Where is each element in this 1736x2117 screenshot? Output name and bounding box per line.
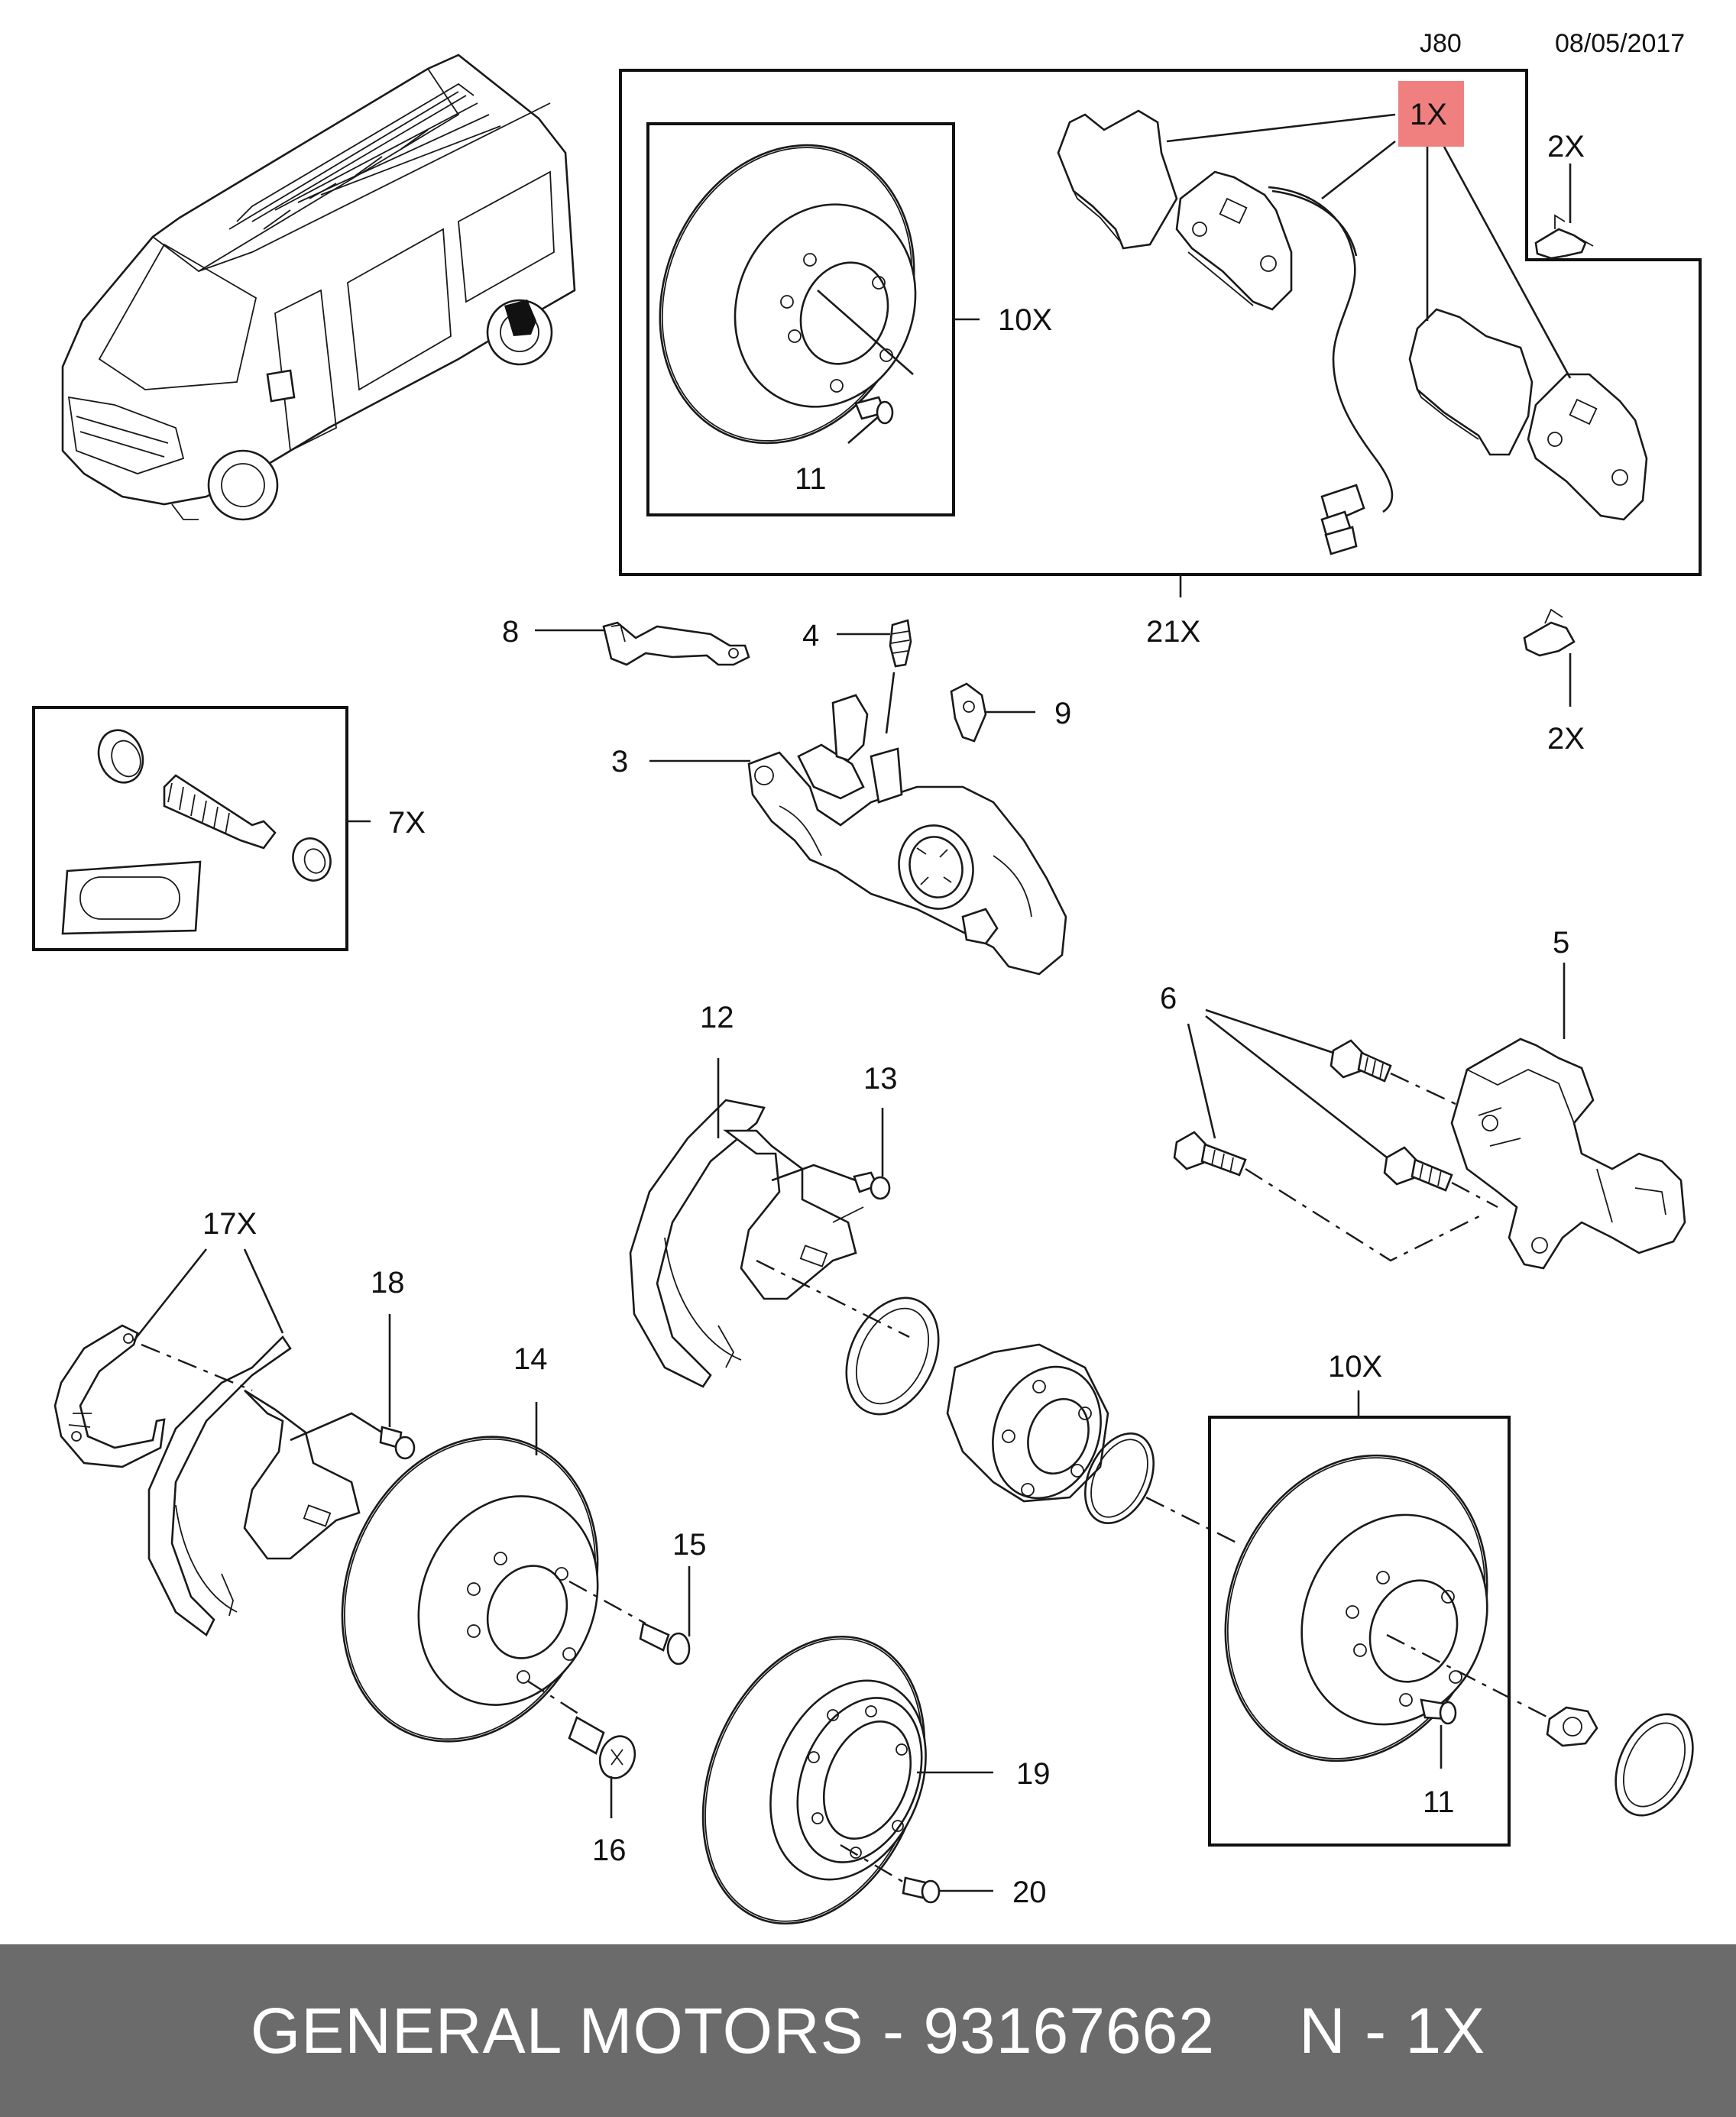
- callout-10x-top: 10X: [998, 303, 1052, 337]
- brake-disc-14: [341, 1436, 599, 1743]
- bracket-8: [602, 621, 750, 666]
- bleeder-4: [889, 619, 912, 668]
- brake-pad-3: [1408, 308, 1534, 456]
- disc-screw-bottom: [1420, 1698, 1457, 1725]
- callout-14: 14: [513, 1342, 548, 1376]
- screw-13: [853, 1171, 891, 1200]
- callout-6: 6: [1160, 982, 1177, 1015]
- brake-disc-bottom: [1224, 1454, 1488, 1763]
- highlight-1x: [1398, 81, 1464, 147]
- callout-15: 15: [672, 1528, 707, 1562]
- footer-note: N - 1X: [1299, 1994, 1486, 2067]
- van-illustration: [61, 53, 576, 521]
- pad-clip-middle: [1523, 608, 1576, 657]
- callout-12: 12: [700, 1001, 734, 1034]
- callout-1x: 1X: [1410, 98, 1447, 131]
- callout-2x-top: 2X: [1547, 130, 1585, 163]
- backing-plate-12: [629, 1099, 864, 1388]
- backing-plate-lower: [147, 1335, 361, 1636]
- callout-13: 13: [863, 1062, 898, 1096]
- footer-text: GENERAL MOTORS - 93167662 N - 1X: [0, 1944, 1736, 2117]
- caliper-carrier-5: [1450, 1037, 1686, 1270]
- callout-10x-bottom: 10X: [1328, 1350, 1382, 1384]
- callout-3: 3: [611, 745, 628, 778]
- exploded-parts-diagram: J80 08/05/2017: [32, 29, 1702, 1925]
- callout-20: 20: [1012, 1876, 1047, 1909]
- brake-shoe-17x: [53, 1324, 166, 1468]
- seal-kit-parts: [61, 729, 332, 935]
- callout-2x-middle: 2X: [1547, 722, 1585, 756]
- footer-part-number: 93167662: [923, 1994, 1216, 2067]
- seal-kit-box: [32, 706, 348, 951]
- snap-ring: [1083, 1432, 1155, 1524]
- pad-clip-top: [1534, 214, 1594, 260]
- callout-16: 16: [592, 1834, 627, 1867]
- callout-21x: 21X: [1146, 615, 1200, 649]
- bolts-6: [1173, 1039, 1453, 1192]
- wheel-hub: [946, 1343, 1109, 1503]
- footer-bar: GENERAL MOTORS - 93167662 N - 1X: [0, 1944, 1736, 2117]
- callout-4: 4: [802, 619, 819, 652]
- footer-brand: GENERAL MOTORS: [250, 1994, 864, 2067]
- hub-nut: [1546, 1706, 1598, 1747]
- clip-9: [950, 682, 987, 743]
- screw-18: [379, 1426, 416, 1460]
- callout-5: 5: [1553, 926, 1569, 960]
- brake-pad-4: [1527, 373, 1648, 521]
- caliper-3: [747, 694, 1067, 976]
- callout-11-bottom: 11: [1423, 1785, 1455, 1819]
- seal-ring: [845, 1296, 940, 1416]
- bolt-16: [568, 1716, 636, 1779]
- callout-7x: 7X: [388, 806, 426, 840]
- dust-cap: [1615, 1713, 1694, 1817]
- brake-pad-2: [1175, 170, 1293, 311]
- wear-sensor-cable: [1268, 186, 1394, 555]
- brake-kit-box: [619, 69, 1702, 576]
- brake-disc-top: [659, 144, 917, 445]
- callout-8: 8: [502, 615, 519, 649]
- callout-9: 9: [1054, 697, 1071, 730]
- callout-19: 19: [1016, 1757, 1051, 1791]
- screw-15: [639, 1622, 691, 1665]
- diagram-code: J80: [1420, 29, 1462, 58]
- footer-separator: -: [883, 1994, 905, 2067]
- callout-18: 18: [371, 1266, 405, 1300]
- diagram-date: 08/05/2017: [1555, 29, 1685, 58]
- disc-box-top: [646, 122, 955, 516]
- brake-pad-1: [1057, 109, 1178, 250]
- callout-11-top: 11: [795, 462, 827, 496]
- screw-20: [902, 1876, 941, 1904]
- callout-17x: 17X: [202, 1207, 257, 1241]
- brake-disc-19: [701, 1635, 927, 1925]
- disc-screw-top: [854, 396, 894, 425]
